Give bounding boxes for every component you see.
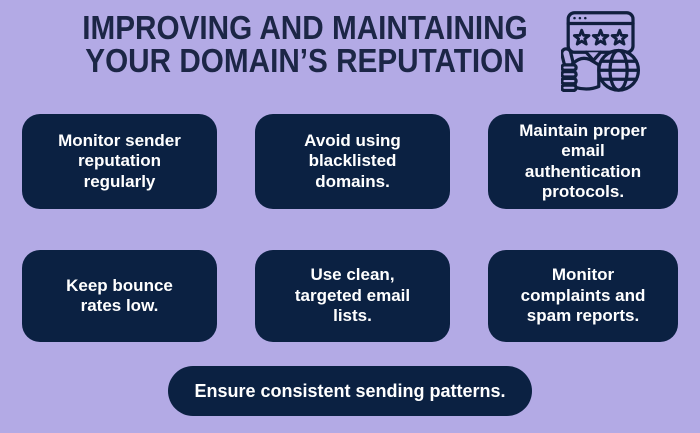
tips-row-1: Monitor sender reputation regularly Avoi… xyxy=(0,114,700,209)
tip-card-clean-email-lists: Use clean, targeted email lists. xyxy=(255,250,450,342)
tip-card-email-authentication: Maintain proper email authentication pro… xyxy=(488,114,678,209)
tip-card-monitor-sender-reputation: Monitor sender reputation regularly xyxy=(22,114,217,209)
website-rating-thumbs-up-globe-icon xyxy=(561,11,641,92)
globe-icon xyxy=(597,48,641,92)
page-title: IMPROVING AND MAINTAINING YOUR DOMAIN’S … xyxy=(82,9,528,79)
header: IMPROVING AND MAINTAINING YOUR DOMAIN’S … xyxy=(0,0,700,114)
tip-card-complaints-spam-reports: Monitor complaints and spam reports. xyxy=(488,250,678,342)
tip-card-avoid-blacklisted-domains: Avoid using blacklisted domains. xyxy=(255,114,450,209)
star-icon xyxy=(572,28,629,46)
tip-card-bounce-rates: Keep bounce rates low. xyxy=(22,250,217,342)
tip-pill-consistent-sending: Ensure consistent sending patterns. xyxy=(168,366,532,416)
thumbs-up-icon xyxy=(561,47,601,92)
tips-row-2: Keep bounce rates low. Use clean, target… xyxy=(0,250,700,342)
